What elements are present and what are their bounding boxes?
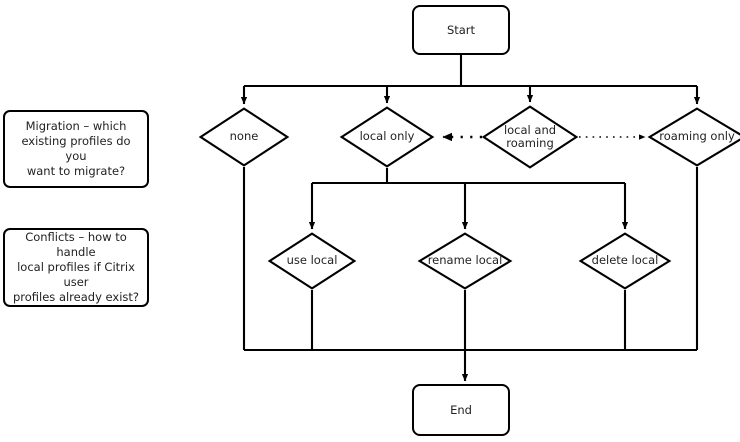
note-conflicts-line1: Conflicts – how to handle (25, 230, 127, 259)
decision-delete-local[interactable]: delete local (578, 232, 672, 290)
note-migration-line3: want to migrate? (26, 164, 126, 178)
decision-roaming-only[interactable]: roaming only (647, 107, 740, 167)
note-conflicts-line3: profiles already exist? (12, 290, 140, 304)
start-node[interactable]: Start (412, 5, 510, 55)
decision-rename-local[interactable]: rename local (417, 232, 513, 290)
decision-use-local[interactable]: use local (267, 232, 357, 290)
decision-none[interactable]: none (198, 107, 290, 167)
note-migration: Migration – which existing profiles do y… (3, 110, 149, 188)
note-migration-line2: existing profiles do you (21, 134, 131, 163)
note-migration-line1: Migration – which (25, 119, 127, 133)
decision-local-only[interactable]: local only (339, 106, 435, 168)
note-conflicts: Conflicts – how to handle local profiles… (3, 228, 149, 307)
decision-local-and-roaming[interactable]: local and roaming (481, 105, 579, 169)
note-conflicts-line2: local profiles if Citrix user (17, 260, 135, 289)
start-node-label: Start (446, 23, 476, 37)
end-node-label: End (450, 403, 472, 417)
end-node[interactable]: End (412, 384, 510, 436)
